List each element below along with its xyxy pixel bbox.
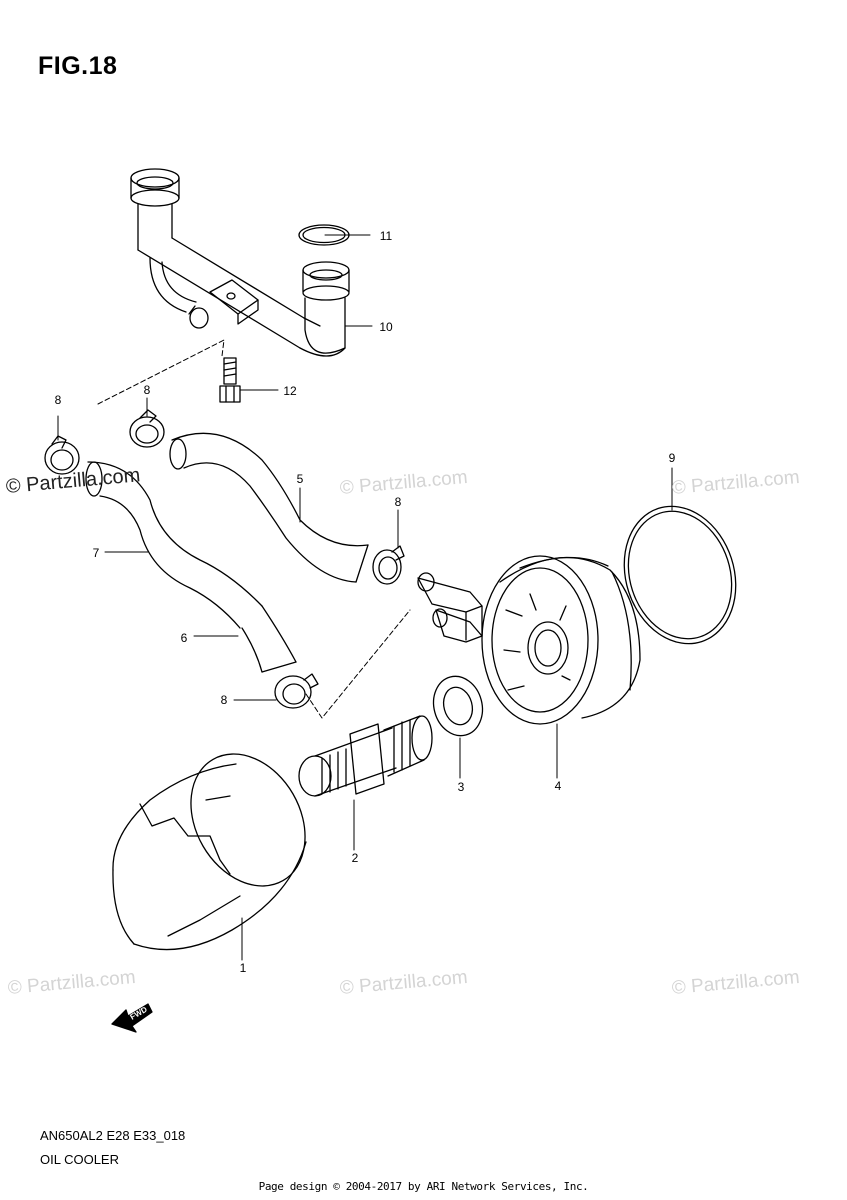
callout-8: 8 bbox=[220, 693, 228, 707]
callout-4: 4 bbox=[554, 779, 562, 793]
callout-5: 5 bbox=[296, 472, 304, 486]
page-copyright: Page design © 2004-2017 by ARI Network S… bbox=[258, 1180, 589, 1193]
part-6-hose bbox=[241, 605, 297, 673]
callout-11: 11 bbox=[379, 229, 393, 243]
callout-7: 7 bbox=[92, 546, 100, 560]
callout-8: 8 bbox=[394, 495, 402, 509]
part-3-gasket bbox=[432, 675, 484, 737]
callout-1: 1 bbox=[239, 961, 247, 975]
callout-8: 8 bbox=[54, 393, 62, 407]
callout-9: 9 bbox=[668, 451, 676, 465]
callout-10: 10 bbox=[379, 320, 393, 334]
callout-6: 6 bbox=[180, 631, 188, 645]
leader-lines bbox=[57, 234, 673, 961]
model-code: AN650AL2 E28 E33_018 bbox=[40, 1128, 186, 1143]
figure-title: FIG.18 bbox=[38, 52, 118, 80]
fwd-arrow-icon bbox=[111, 1003, 153, 1033]
part-10-oil-pipe bbox=[130, 168, 350, 357]
part-9-large-o-ring bbox=[623, 505, 737, 645]
part-8-clamp-c bbox=[372, 545, 405, 585]
part-5-hose bbox=[169, 432, 369, 583]
callout-3: 3 bbox=[457, 780, 465, 794]
section-name: OIL COOLER bbox=[40, 1152, 119, 1167]
part-8-clamp-a bbox=[44, 435, 80, 475]
callout-2: 2 bbox=[351, 851, 359, 865]
part-12-bolt bbox=[219, 357, 241, 403]
callout-8: 8 bbox=[143, 383, 151, 397]
part-8-clamp-d bbox=[274, 673, 319, 709]
part-4-oil-cooler bbox=[417, 555, 641, 725]
part-2-union-bolt bbox=[298, 715, 433, 797]
part-8-clamp-b bbox=[129, 409, 165, 448]
part-7-hose bbox=[85, 461, 263, 629]
callout-12: 12 bbox=[283, 384, 297, 398]
part-1-oil-filter bbox=[112, 753, 307, 951]
